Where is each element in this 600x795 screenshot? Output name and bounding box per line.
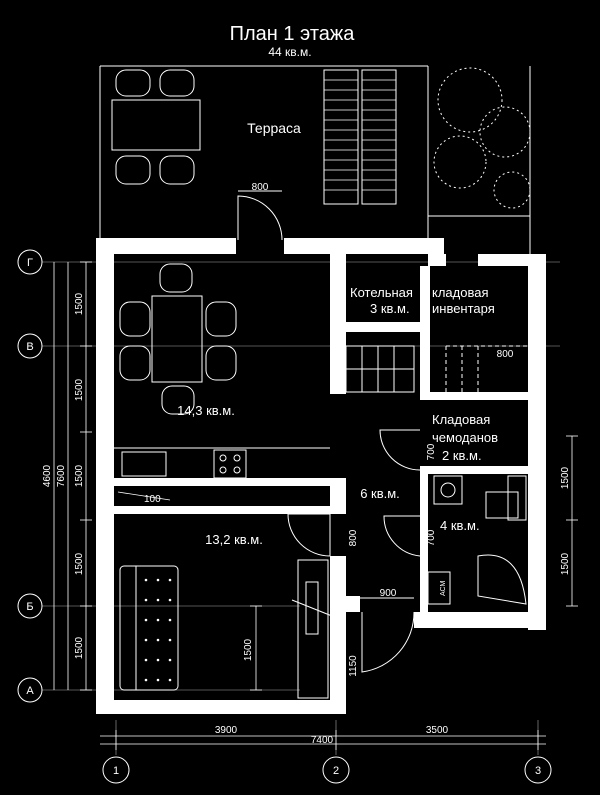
exterior-walls [96, 238, 546, 714]
axis-row-b: Б [26, 601, 33, 613]
entry-width-dim: 900 [380, 588, 397, 599]
boiler-room-label: Котельная [350, 285, 413, 300]
staircase [345, 345, 528, 393]
axis-row-g: Г [27, 257, 33, 269]
left-dim-3: 1500 [74, 464, 85, 487]
suitcase-storage-label: Кладовая [432, 412, 490, 427]
inventory-storage-label: кладовая [432, 285, 489, 300]
bedroom-area-label: 13,2 кв.м. [205, 532, 263, 547]
living-area-label: 14,3 кв.м. [177, 403, 235, 418]
entry-door [360, 597, 415, 673]
stair-door-dim: 800 [497, 349, 514, 360]
hall-area-label: 6 кв.м. [360, 486, 400, 501]
bathroom-area-label: 4 кв.м. [440, 518, 480, 533]
column-axis-bubbles [102, 756, 552, 784]
bedroom-dim: 1500 [243, 638, 254, 661]
bottom-dim-3900: 3900 [215, 725, 238, 736]
storage-door [379, 429, 421, 471]
shrubs-icon [433, 67, 531, 209]
boiler-tag: АСМ [440, 581, 447, 596]
bottom-dim-chain [100, 730, 546, 750]
sofa-bed [119, 565, 179, 691]
left-dim-chain [53, 261, 92, 691]
bottom-dim-3500: 3500 [426, 725, 449, 736]
terrace-door-dim: 800 [252, 182, 269, 193]
axis-row-v: В [26, 341, 33, 353]
bathroom-door [383, 515, 421, 557]
right-dim-1: 1500 [560, 466, 571, 489]
terrace-door [237, 190, 283, 241]
terrace-outline [99, 65, 531, 262]
interior-walls [114, 266, 532, 614]
sofa-bed-pattern [144, 578, 172, 682]
suitcase-storage-label-2: чемоданов [432, 430, 498, 445]
row-axis-bubbles [17, 249, 43, 703]
right-dim-chain [566, 435, 578, 607]
wall-dim: 100 [144, 494, 161, 505]
kitchen-counter [114, 447, 330, 479]
bottom-dim-7400: 7400 [311, 735, 334, 746]
left-dim-2: 1500 [74, 378, 85, 401]
bedroom-door-dim: 800 [348, 529, 359, 546]
suitcase-storage-area: 2 кв.м. [442, 448, 482, 463]
page-title: План 1 этажа [230, 23, 356, 45]
left-dim-1: 1500 [74, 292, 85, 315]
axis-col-3: 3 [535, 765, 541, 777]
left-dim-4: 1500 [74, 552, 85, 575]
bathroom-fixtures [427, 475, 527, 605]
axis-row-a: А [26, 685, 34, 697]
dining-set [119, 263, 237, 415]
storage-door-dim: 700 [426, 443, 437, 460]
bathroom-door-dim: 700 [426, 529, 437, 546]
left-total-4600: 4600 [42, 464, 53, 487]
entry-height-dim: 1150 [348, 655, 359, 677]
terrace-loungers [323, 69, 397, 205]
wall-dim-line [117, 491, 171, 501]
inventory-storage-label-2: инвентаря [432, 301, 495, 316]
terrace-label: Терраса [247, 120, 301, 136]
bedroom-dim-line [250, 605, 262, 691]
boiler-room-area: 3 кв.м. [370, 301, 410, 316]
terrace-dining-set [111, 69, 201, 185]
right-dim-2: 1500 [560, 552, 571, 575]
axis-col-2: 2 [333, 765, 339, 777]
wardrobe [291, 559, 333, 699]
bedroom-door [287, 513, 331, 557]
page-subtitle: 44 кв.м. [268, 45, 311, 59]
left-total-7600: 7600 [56, 464, 67, 487]
left-dim-5: 1500 [74, 636, 85, 659]
axis-col-1: 1 [113, 765, 119, 777]
